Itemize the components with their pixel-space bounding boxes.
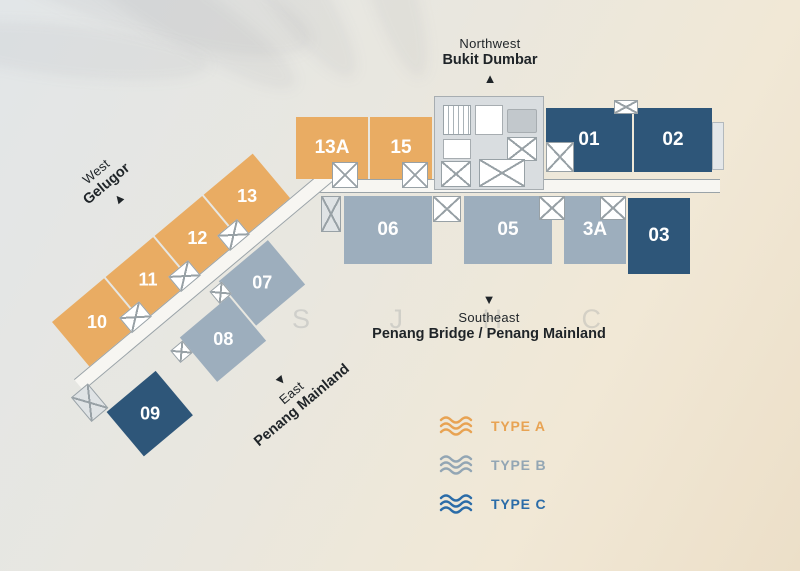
- stair-lift-hatch: [70, 383, 109, 422]
- direction-region: Northwest: [459, 36, 521, 51]
- legend-item-type-c: TYPE C: [438, 492, 546, 516]
- balcony-hatch: [433, 196, 461, 222]
- unit-label: 01: [578, 129, 600, 150]
- core-room: [443, 139, 471, 159]
- unit-05[interactable]: 05: [464, 196, 552, 264]
- balcony-hatch: [539, 196, 565, 220]
- balcony-hatch: [546, 142, 574, 172]
- unit-label: 13A: [314, 137, 350, 158]
- direction-west: West Gelugor ▲: [49, 130, 165, 238]
- unit-label: 07: [251, 272, 272, 293]
- lift-hatch: [441, 161, 471, 187]
- direction-region: Southeast: [458, 310, 520, 325]
- legend-item-type-b: TYPE B: [438, 453, 546, 477]
- balcony-hatch: [614, 100, 638, 114]
- watermark: S J H C: [292, 304, 632, 334]
- staircase: [443, 105, 471, 135]
- lift-hatch: [507, 137, 537, 161]
- legend-label: TYPE C: [491, 496, 547, 512]
- wave-icon-type-b: [439, 455, 473, 475]
- core-room: [475, 105, 503, 135]
- wave-icon-type-c: [439, 494, 473, 514]
- unit-label: 12: [187, 227, 208, 248]
- direction-northwest: Northwest Bukit Dumbar ▲: [405, 36, 575, 85]
- direction-place: Bukit Dumbar: [442, 52, 538, 68]
- direction-southeast: ▼ Southeast Penang Bridge / Penang Mainl…: [358, 292, 620, 342]
- balcony-hatch: [600, 196, 626, 220]
- unit-06[interactable]: 06: [344, 196, 432, 264]
- arrow-down-icon: ▼: [482, 292, 496, 307]
- unit-03[interactable]: 03: [628, 198, 690, 274]
- balcony-hatch: [402, 162, 428, 188]
- side-slab: [712, 122, 724, 170]
- legend-label: TYPE A: [491, 418, 546, 434]
- unit-09[interactable]: 09: [106, 370, 193, 457]
- unit-label: 08: [212, 328, 234, 349]
- lift-hatch: [321, 196, 341, 232]
- unit-label: 3A: [582, 219, 608, 240]
- unit-label: 06: [377, 219, 399, 240]
- legend-item-type-a: TYPE A: [438, 414, 546, 438]
- unit-label: 09: [139, 403, 160, 424]
- unit-02[interactable]: 02: [634, 108, 712, 172]
- lift-hatch: [479, 159, 525, 187]
- direction-place: Penang Bridge / Penang Mainland: [372, 326, 606, 342]
- arrow-up-icon: ▲: [483, 71, 497, 86]
- unit-label: 10: [86, 311, 107, 332]
- unit-label: 13: [236, 185, 257, 206]
- service-core: [434, 96, 544, 190]
- legend: TYPE A TYPE B TYPE C: [438, 414, 546, 531]
- unit-label: 02: [662, 129, 684, 150]
- machine-room: [507, 109, 537, 133]
- unit-label: 15: [390, 137, 412, 158]
- unit-label: 05: [497, 219, 519, 240]
- wave-icon-type-a: [439, 416, 473, 436]
- balcony-hatch: [332, 162, 358, 188]
- unit-label: 03: [648, 225, 670, 246]
- unit-label: 11: [138, 268, 158, 289]
- legend-label: TYPE B: [491, 457, 547, 473]
- unit-13A[interactable]: 13A: [296, 117, 368, 179]
